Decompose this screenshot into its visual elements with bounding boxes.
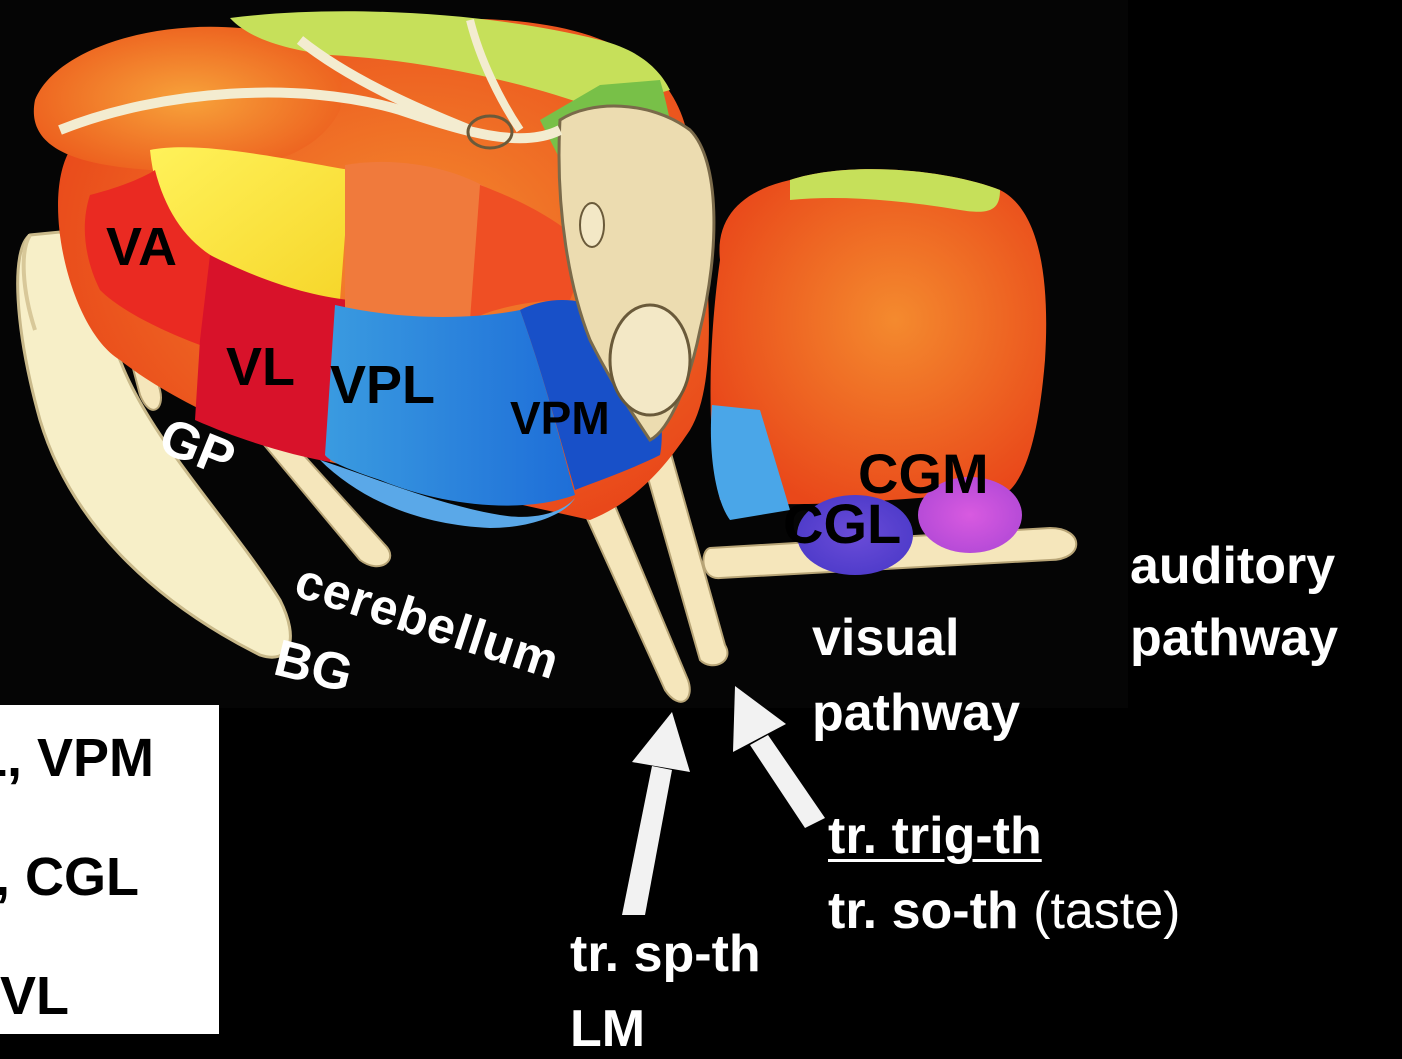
label-visual-line1: visual bbox=[812, 612, 959, 664]
label-va: VA bbox=[106, 220, 177, 274]
label-tr-so-th: tr. so-th (taste) bbox=[828, 885, 1181, 937]
legend-row-1: L, VPM bbox=[0, 731, 154, 785]
legend-row-2: , CGL bbox=[0, 850, 139, 904]
legend-box: L, VPM , CGL VL bbox=[0, 705, 219, 1034]
label-auditory-line2: pathway bbox=[1130, 612, 1338, 664]
tr-so-th-note: (taste) bbox=[1033, 882, 1180, 940]
lp-region bbox=[345, 162, 490, 320]
label-lm: LM bbox=[570, 1003, 645, 1055]
arrow-sp-th bbox=[622, 712, 690, 915]
label-vpl: VPL bbox=[330, 358, 435, 412]
label-cgl: CGL bbox=[783, 496, 901, 552]
tr-so-th-text: tr. so-th bbox=[828, 882, 1019, 940]
label-visual-line2: pathway bbox=[812, 687, 1020, 739]
label-tr-trig-th: tr. trig-th bbox=[828, 810, 1042, 862]
label-vl: VL bbox=[226, 340, 295, 394]
legend-row-3: VL bbox=[0, 969, 69, 1023]
label-tr-sp-th: tr. sp-th bbox=[570, 928, 761, 980]
label-vpm: VPM bbox=[510, 395, 610, 441]
label-auditory-line1: auditory bbox=[1130, 540, 1335, 592]
